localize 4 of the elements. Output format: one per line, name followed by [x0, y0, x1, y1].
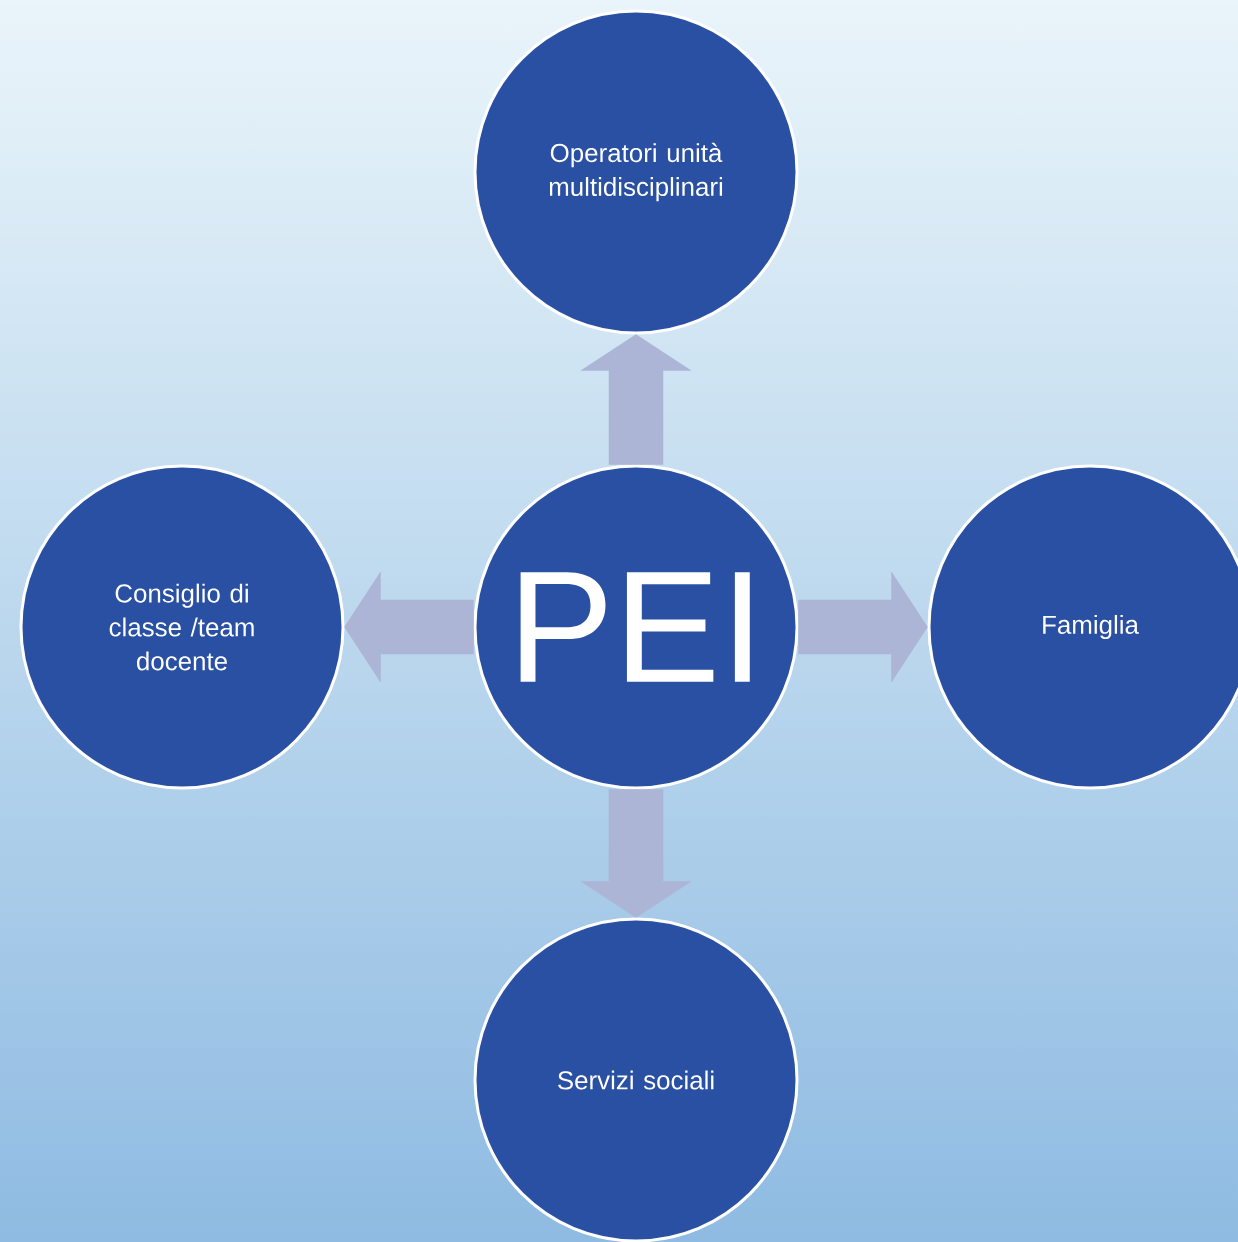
block-arrow	[344, 571, 474, 683]
block-arrow	[580, 334, 692, 465]
block-arrow	[798, 571, 928, 683]
block-arrow	[580, 789, 692, 918]
